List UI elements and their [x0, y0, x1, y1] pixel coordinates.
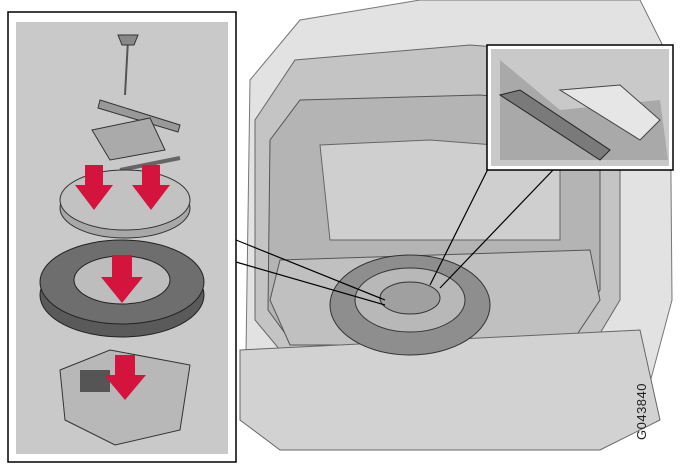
leader-line	[235, 261, 386, 306]
red-arrows	[75, 165, 170, 400]
leader-line	[235, 239, 386, 301]
arrow-down-icon	[75, 165, 113, 210]
leader-line	[439, 167, 556, 289]
figure-code: G043840	[634, 383, 649, 440]
arrow-down-icon	[101, 255, 143, 303]
arrow-down-icon	[132, 165, 170, 210]
leader-line	[429, 164, 491, 286]
detail-inset	[486, 44, 674, 171]
arrow-down-icon	[104, 355, 146, 400]
